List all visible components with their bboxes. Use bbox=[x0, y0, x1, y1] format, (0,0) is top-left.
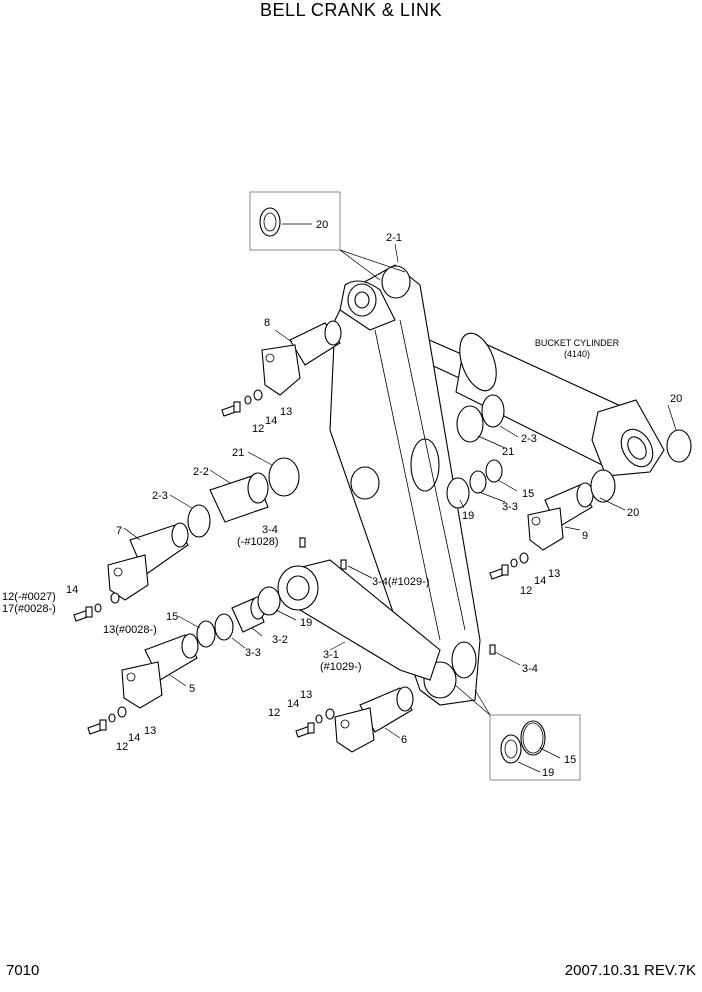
cylinder-label-line2: (4140) bbox=[564, 349, 590, 359]
callout-label: 3-1 bbox=[323, 649, 339, 661]
seal-3-3-left bbox=[214, 613, 234, 641]
shim-21-right bbox=[456, 405, 484, 443]
shim-19-right bbox=[446, 477, 470, 509]
callout-label: 19 bbox=[542, 767, 554, 779]
bushing-2-2 bbox=[209, 472, 269, 523]
callout-label: 7 bbox=[116, 525, 122, 537]
callout-label: 3-4 bbox=[262, 524, 278, 536]
pin-7 bbox=[107, 522, 189, 601]
pin-9 bbox=[527, 482, 594, 551]
callout-label: 14 bbox=[287, 698, 299, 710]
callout-label: 15 bbox=[166, 611, 178, 623]
callout-label: 12 bbox=[520, 585, 532, 597]
page-number: 7010 bbox=[6, 962, 40, 979]
callout-label: 6 bbox=[401, 734, 407, 746]
bell-crank bbox=[329, 264, 481, 706]
bolt-set-6 bbox=[295, 708, 335, 738]
callout-label: 20 bbox=[316, 219, 328, 231]
grease-fitting-3-4-center bbox=[340, 559, 347, 570]
inset-box-bottom bbox=[454, 684, 581, 781]
cylinder-label-line1: BUCKET CYLINDER bbox=[535, 338, 620, 348]
callout-label: 14 bbox=[534, 575, 546, 587]
callout-label: 3-3 bbox=[502, 501, 518, 513]
callout-label: 3-3 bbox=[245, 647, 261, 659]
shim-19-left bbox=[257, 586, 281, 616]
grease-fitting-3-4-right bbox=[489, 644, 496, 655]
seal-3-3-right bbox=[469, 470, 487, 494]
callout-label: (#1029-) bbox=[320, 661, 362, 673]
o-ring-15-left bbox=[196, 620, 216, 648]
callout-label: 5 bbox=[189, 683, 195, 695]
callout-label: 14 bbox=[265, 415, 277, 427]
callout-label: 20 bbox=[627, 507, 639, 519]
callout-label: 2-3 bbox=[152, 490, 168, 502]
callout-label: 2-1 bbox=[386, 232, 402, 244]
callout-label: 8 bbox=[264, 317, 270, 329]
callout-label: 3-2 bbox=[272, 634, 288, 646]
leader-lines bbox=[123, 223, 677, 773]
shim-20-right bbox=[666, 429, 692, 463]
callout-label: 19 bbox=[300, 617, 312, 629]
page-title: BELL CRANK & LINK bbox=[260, 0, 442, 20]
bolt-set-9 bbox=[489, 552, 529, 580]
shim-21-left bbox=[268, 457, 300, 497]
callout-label: (-#1028) bbox=[237, 536, 279, 548]
callout-label: 15 bbox=[522, 488, 534, 500]
bolt-set-5 bbox=[87, 706, 127, 735]
grease-fitting-3-4-left bbox=[299, 537, 306, 548]
inset-box-top bbox=[249, 191, 406, 281]
callout-label: 12 bbox=[268, 707, 280, 719]
callout-label: 13(#0028-) bbox=[103, 624, 157, 636]
callout-labels: 20 2-1 8 13 14 12 20 2-3 21 15 3-3 19 20… bbox=[2, 219, 682, 779]
callout-label: 12 bbox=[116, 741, 128, 753]
callout-label: 21 bbox=[232, 447, 244, 459]
bucket-cylinder bbox=[387, 324, 665, 477]
bolt-set-7 bbox=[73, 592, 120, 622]
callout-label: 2-3 bbox=[521, 433, 537, 445]
callout-label: 20 bbox=[670, 393, 682, 405]
pin-8 bbox=[261, 320, 342, 396]
shim-20-lower bbox=[590, 469, 616, 503]
callout-label: 12(-#0027) bbox=[2, 591, 56, 603]
callout-label: 19 bbox=[462, 510, 474, 522]
pin-6 bbox=[334, 686, 414, 753]
callout-label: 13 bbox=[144, 725, 156, 737]
callout-label: 14 bbox=[128, 732, 140, 744]
o-ring-15-right bbox=[485, 459, 503, 483]
link-rod bbox=[277, 559, 441, 681]
seal-2-3-right bbox=[481, 394, 505, 428]
callout-label: 21 bbox=[502, 446, 514, 458]
callout-label: 2-2 bbox=[193, 466, 209, 478]
callout-label: 12 bbox=[252, 423, 264, 435]
callout-label: 13 bbox=[280, 406, 292, 418]
callout-label: 13 bbox=[548, 568, 560, 580]
pin-5 bbox=[121, 633, 199, 709]
seal-2-3-left bbox=[187, 504, 211, 538]
callout-label: 3-4 bbox=[522, 663, 538, 675]
callout-label: 3-4(#1029-) bbox=[372, 576, 429, 588]
callout-label: 13 bbox=[300, 689, 312, 701]
bolt-set-8 bbox=[221, 389, 263, 417]
callout-label: 14 bbox=[66, 584, 78, 596]
callout-label: 17(#0028-) bbox=[2, 603, 56, 615]
callout-label: 15 bbox=[564, 754, 576, 766]
callout-label: 9 bbox=[582, 530, 588, 542]
revision-date: 2007.10.31 REV.7K bbox=[564, 962, 696, 979]
